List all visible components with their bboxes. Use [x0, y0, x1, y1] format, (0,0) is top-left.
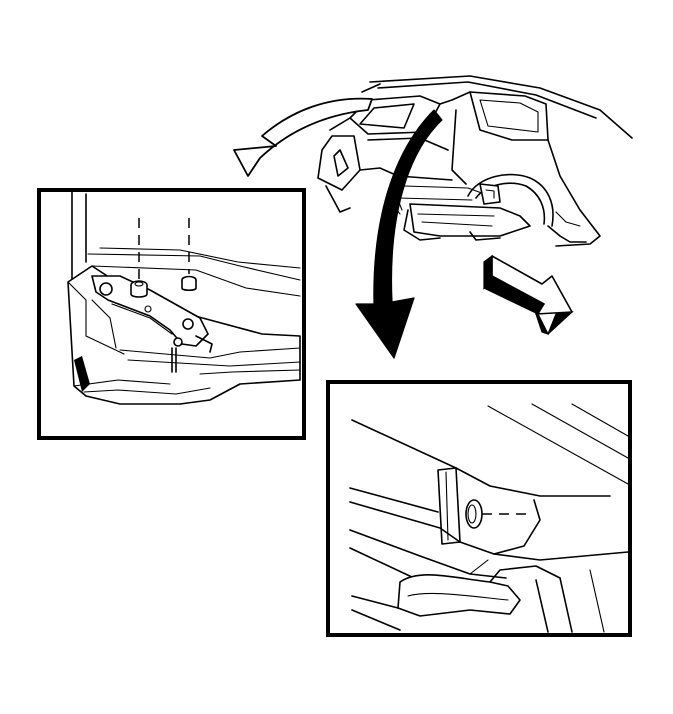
hinge-bolts-detail — [37, 188, 306, 440]
curved-callout-arrow-down — [355, 109, 443, 359]
fastener-hole-detail-drawing — [349, 403, 629, 633]
hinge-bolts-detail-drawing — [67, 191, 301, 405]
curved-callout-arrow-left — [233, 97, 373, 177]
bolt-icon — [130, 280, 148, 298]
direction-arrow — [483, 254, 574, 336]
fastener-hole-icon — [465, 499, 483, 529]
vehicle-rear-overview-drawing — [317, 75, 633, 247]
bolt-icon — [181, 275, 197, 292]
fastener-hole-detail — [326, 380, 632, 637]
